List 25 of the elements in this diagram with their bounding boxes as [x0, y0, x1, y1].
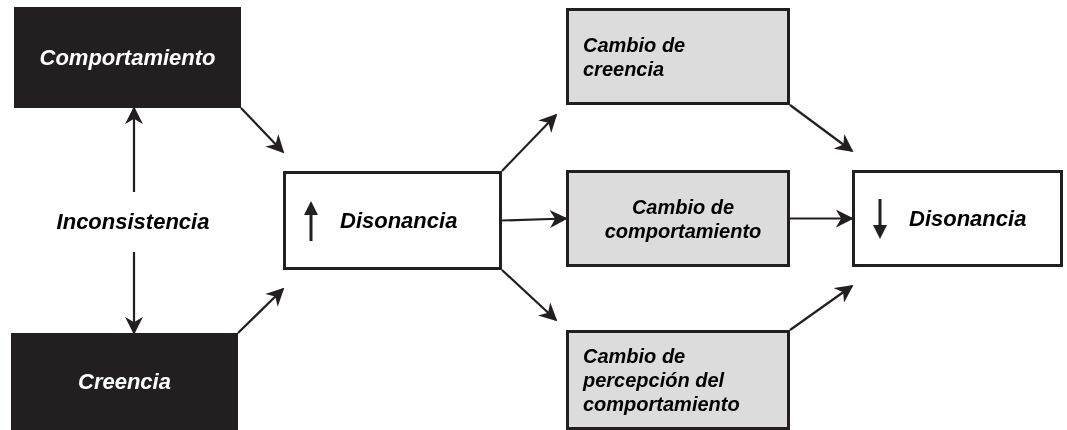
arrow	[501, 269, 558, 322]
box-label: Disonancia	[909, 205, 1027, 232]
arrow	[237, 287, 285, 334]
process-box	[283, 171, 502, 270]
box-label: Comportamiento	[39, 44, 216, 71]
concept-label: Inconsistencia	[56, 209, 210, 235]
arrow	[789, 104, 854, 153]
process-box	[566, 330, 790, 430]
process-box	[566, 8, 790, 105]
arrow	[125, 106, 143, 192]
process-box	[566, 170, 790, 267]
process-box	[852, 170, 1063, 267]
arrow	[125, 252, 143, 335]
arrow	[790, 209, 854, 228]
dark-box	[14, 7, 241, 108]
arrow	[501, 113, 558, 172]
box-label: Disonancia	[340, 207, 458, 234]
arrow	[501, 210, 568, 228]
arrow	[789, 284, 854, 331]
box-label: Creencia	[78, 368, 171, 395]
box-label: Cambio de creencia	[583, 32, 687, 81]
box-label: Cambio de comportamiento	[603, 194, 763, 243]
arrow	[240, 107, 285, 154]
dark-box	[11, 333, 238, 430]
box-label: Cambio de percepción del comportamiento	[583, 344, 741, 416]
